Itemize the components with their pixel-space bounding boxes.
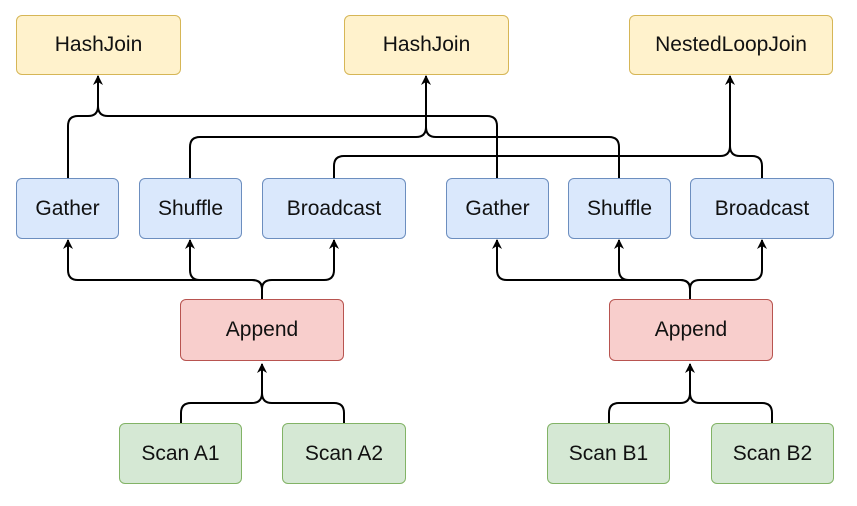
node-label: HashJoin: [382, 33, 471, 56]
edge-append-a-shuffle: [185, 239, 263, 299]
edge-broadcast-a-nlj: [333, 75, 735, 178]
edge-scan-a1-append: [180, 363, 267, 423]
node-label: Scan A2: [304, 441, 384, 465]
append-node-b: Append: [609, 299, 773, 361]
broadcast-node-b: Broadcast: [690, 178, 834, 239]
edge-append-a-gather: [63, 239, 263, 299]
shuffle-node-a: Shuffle: [139, 178, 242, 239]
edge-gather-a-hashjoin-1: [67, 75, 103, 178]
scan-node-b1: Scan B1: [547, 423, 670, 484]
node-label: Broadcast: [286, 196, 382, 220]
gather-node-a: Gather: [16, 178, 119, 239]
node-label: Shuffle: [158, 196, 223, 220]
scan-node-a1: Scan A1: [119, 423, 242, 484]
edge-broadcast-b-nlj: [729, 76, 763, 178]
broadcast-node-a: Broadcast: [262, 178, 406, 239]
node-label: NestedLoopJoin: [655, 33, 807, 56]
edge-append-b-shuffle: [614, 239, 691, 299]
node-label: Scan B2: [732, 441, 813, 465]
edge-scan-b2-append: [689, 364, 773, 423]
hashjoin-node-2: HashJoin: [344, 15, 509, 75]
node-label: Scan B1: [568, 441, 649, 465]
edge-gather-b-hashjoin-1: [97, 76, 498, 178]
shuffle-node-b: Shuffle: [568, 178, 671, 239]
gather-node-b: Gather: [446, 178, 549, 239]
node-label: Append: [225, 318, 299, 341]
edge-append-a-broadcast: [261, 239, 339, 299]
hashjoin-node-1: HashJoin: [16, 15, 181, 75]
node-label: Scan A1: [141, 441, 220, 465]
node-label: HashJoin: [54, 33, 143, 56]
node-label: Broadcast: [714, 196, 810, 220]
node-label: Gather: [35, 196, 100, 220]
edge-scan-a2-append: [261, 364, 345, 423]
nestedloopjoin-node: NestedLoopJoin: [629, 15, 833, 75]
edge-append-b-gather: [492, 239, 691, 299]
edge-shuffle-a-hashjoin-2: [189, 75, 431, 178]
node-label: Shuffle: [587, 196, 652, 220]
node-label: Gather: [465, 196, 530, 220]
node-label: Append: [654, 318, 728, 341]
scan-node-b2: Scan B2: [711, 423, 834, 484]
scan-node-a2: Scan A2: [282, 423, 406, 484]
edge-scan-b1-append: [608, 363, 695, 423]
append-node-a: Append: [180, 299, 344, 361]
edge-append-b-broadcast: [689, 239, 767, 299]
edge-shuffle-b-hashjoin-2: [425, 76, 620, 178]
